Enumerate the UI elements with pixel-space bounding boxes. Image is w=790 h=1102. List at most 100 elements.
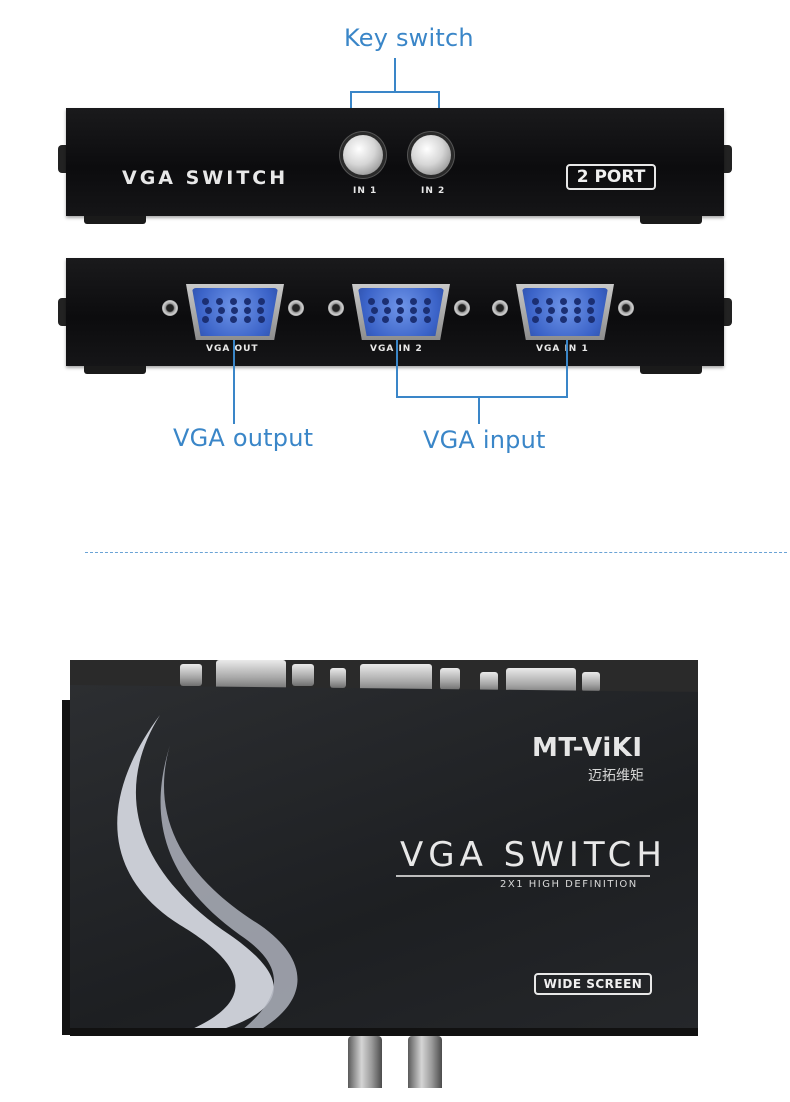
device-front-edge: [70, 1028, 698, 1036]
callout-key-switch: Key switch: [344, 24, 474, 52]
rear-side-bump-right: [724, 298, 732, 326]
vga-pin: [548, 307, 555, 314]
rear-foot-left: [84, 366, 146, 374]
vga-pin: [397, 307, 404, 314]
front-knob-left: [348, 1036, 382, 1088]
vga-pin: [588, 298, 595, 305]
vga-pin: [561, 307, 568, 314]
callout-vga-input: VGA input: [423, 426, 546, 454]
vga-in1-label: VGA IN 1: [536, 344, 589, 354]
rear-connector: [292, 664, 314, 686]
vga-pin: [371, 307, 378, 314]
vga-pin: [574, 298, 581, 305]
wide-screen-badge: WIDE SCREEN: [534, 973, 652, 995]
vga-pin: [382, 316, 389, 323]
vga-pin: [231, 307, 238, 314]
vga-pin: [560, 298, 567, 305]
front-side-bump-right: [724, 145, 732, 173]
device-top: MT-ViKI 迈拓维矩 VGA SWITCH 2X1 HIGH DEFINIT…: [70, 685, 698, 1030]
rear-connector: [582, 672, 600, 692]
vga-pin: [368, 316, 375, 323]
vga-pin: [216, 316, 223, 323]
rear-connector: [330, 668, 346, 688]
rear-connector: [480, 672, 498, 692]
brand-logo: MT-ViKI: [532, 733, 643, 763]
vga-pin: [532, 316, 539, 323]
vga-pin: [574, 316, 581, 323]
leader-vga-input-right: [566, 340, 568, 398]
vga-pin: [244, 298, 251, 305]
vga-pin: [257, 307, 264, 314]
front-knob-right: [408, 1036, 442, 1088]
vga-pin: [218, 307, 225, 314]
product-subtitle: 2X1 HIGH DEFINITION: [500, 879, 638, 890]
screw: [162, 300, 178, 316]
leader-vga-input-stem: [478, 396, 480, 424]
vga-pin: [258, 298, 265, 305]
rear-connector: [216, 660, 286, 690]
button-in1[interactable]: [343, 135, 383, 175]
screw: [492, 300, 508, 316]
vga-pin: [532, 298, 539, 305]
vga-pin: [587, 307, 594, 314]
screw: [288, 300, 304, 316]
swoosh-inner: [160, 745, 298, 1030]
vga-pin: [384, 307, 391, 314]
callout-vga-output: VGA output: [173, 424, 314, 452]
vga-pin: [396, 316, 403, 323]
screw: [618, 300, 634, 316]
vga-out-label: VGA OUT: [206, 344, 259, 354]
front-panel: VGA SWITCH IN 1 IN 2 2 PORT: [66, 108, 724, 216]
vga-pin: [546, 298, 553, 305]
front-panel-title: VGA SWITCH: [122, 167, 289, 189]
product-title: VGA SWITCH: [400, 835, 667, 875]
vga-pin: [535, 307, 542, 314]
leader-vga-input-bar: [396, 396, 568, 398]
screw: [454, 300, 470, 316]
vga-pin: [368, 298, 375, 305]
vga-pin: [546, 316, 553, 323]
front-foot-left: [84, 216, 146, 224]
leader-key-switch-stem: [394, 58, 396, 92]
vga-pin: [574, 307, 581, 314]
button-in2-label: IN 2: [421, 186, 446, 196]
leader-vga-output: [233, 340, 235, 424]
swoosh-outer: [117, 715, 274, 1030]
button-in2[interactable]: [411, 135, 451, 175]
vga-pin: [216, 298, 223, 305]
rear-panel: VGA OUT VGA IN 2 VGA IN 1: [66, 258, 724, 366]
vga-pin: [382, 298, 389, 305]
vga-pin: [202, 298, 209, 305]
rear-connector: [180, 664, 202, 686]
vga-pin: [230, 298, 237, 305]
vga-pin: [560, 316, 567, 323]
vga-pin: [258, 316, 265, 323]
screw: [328, 300, 344, 316]
button-in1-label: IN 1: [353, 186, 378, 196]
vga-pin: [424, 298, 431, 305]
vga-pin: [230, 316, 237, 323]
vga-pin: [410, 307, 417, 314]
port-count-badge: 2 PORT: [566, 164, 656, 190]
title-underline: [396, 875, 650, 877]
vga-pin: [410, 316, 417, 323]
section-divider: [85, 552, 787, 553]
rear-side-bump-left: [58, 298, 66, 326]
vga-pin: [244, 307, 251, 314]
vga-pin: [244, 316, 251, 323]
leader-vga-input-left: [396, 340, 398, 398]
vga-pin: [424, 316, 431, 323]
vga-pin: [202, 316, 209, 323]
vga-pin: [396, 298, 403, 305]
brand-chinese: 迈拓维矩: [588, 768, 644, 784]
vga-pin: [410, 298, 417, 305]
front-side-bump-left: [58, 145, 66, 173]
rear-foot-right: [640, 366, 702, 374]
vga-pin: [423, 307, 430, 314]
leader-key-switch-bar: [350, 91, 440, 93]
rear-connector: [440, 668, 460, 690]
front-foot-right: [640, 216, 702, 224]
swoosh-graphic: [117, 715, 298, 1030]
vga-pin: [588, 316, 595, 323]
vga-in2-label: VGA IN 2: [370, 344, 423, 354]
